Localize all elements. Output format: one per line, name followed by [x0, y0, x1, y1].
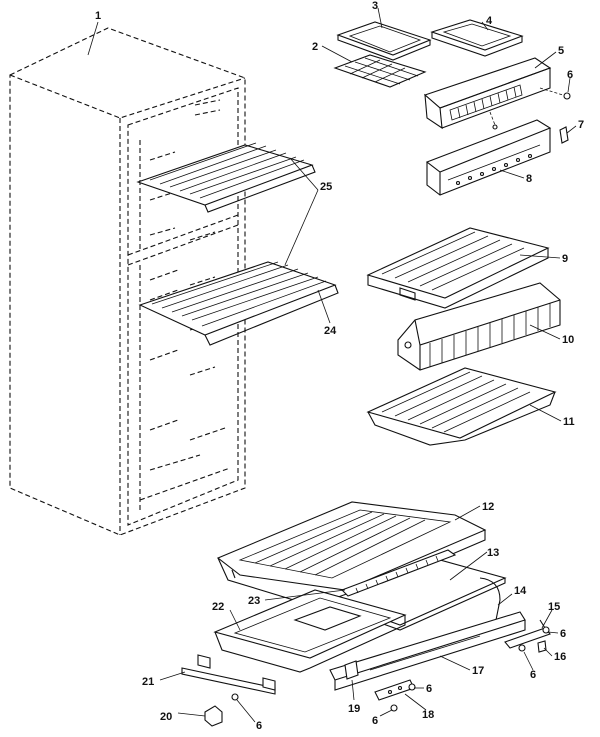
label-12: 12	[482, 501, 494, 513]
label-15: 15	[548, 601, 560, 613]
screw-e	[390, 704, 398, 712]
screw-d	[408, 683, 416, 691]
label-25: 25	[320, 181, 332, 193]
label-24: 24	[324, 325, 337, 337]
label-18: 18	[422, 709, 434, 721]
label-5: 5	[558, 45, 564, 57]
cabinet	[9, 27, 246, 536]
label-22: 22	[212, 601, 224, 613]
part-labels: 1 2 3 4 5 6 7 8 9 10 11 12 13 14 15 6 16…	[95, 0, 584, 732]
stopper	[537, 640, 547, 653]
label-16: 16	[554, 651, 566, 663]
slide-rail	[329, 611, 526, 691]
bracket-right	[504, 619, 551, 649]
rail-clip	[344, 660, 359, 680]
label-14: 14	[514, 585, 527, 597]
pan-frame	[213, 589, 407, 673]
label-2: 2	[312, 41, 318, 53]
crisper-cover	[366, 227, 550, 309]
control-housing	[423, 57, 552, 130]
screw-c	[518, 644, 526, 652]
label-10: 10	[562, 334, 574, 346]
label-6f: 6	[256, 720, 262, 732]
label-6a: 6	[567, 69, 573, 81]
clip	[559, 126, 569, 144]
screw-a	[539, 87, 571, 100]
ice-tray	[430, 19, 524, 57]
control-panel	[425, 119, 552, 196]
wire-shelf-lower	[138, 261, 339, 346]
label-1: 1	[95, 10, 101, 22]
label-3: 3	[372, 0, 378, 12]
humidity-control	[341, 549, 457, 597]
label-9: 9	[562, 253, 568, 265]
meat-pan	[366, 367, 557, 446]
ice-bucket-cover	[336, 21, 432, 61]
wire-shelf-upper	[136, 142, 316, 213]
leader-lines	[87, 7, 577, 723]
label-20: 20	[160, 711, 172, 723]
ice-cube-tray	[333, 54, 427, 88]
crisper-drawer	[397, 282, 561, 371]
label-19: 19	[348, 703, 360, 715]
label-23: 23	[248, 595, 260, 607]
label-4: 4	[486, 15, 493, 27]
label-6e: 6	[372, 715, 378, 727]
pan-stopper	[204, 705, 223, 727]
screw-f	[231, 693, 239, 701]
slide-rail-left	[181, 654, 276, 695]
label-21: 21	[142, 676, 154, 688]
label-6c: 6	[530, 669, 536, 681]
label-6d: 6	[426, 683, 432, 695]
label-13: 13	[487, 547, 499, 559]
label-6b: 6	[560, 628, 566, 640]
bracket-center	[374, 679, 415, 701]
screw-b	[542, 626, 550, 634]
support-rod	[429, 577, 501, 651]
label-7: 7	[578, 119, 584, 131]
label-17: 17	[472, 665, 484, 677]
label-11: 11	[563, 416, 575, 428]
pan-cover	[216, 501, 487, 609]
label-8: 8	[526, 173, 532, 185]
